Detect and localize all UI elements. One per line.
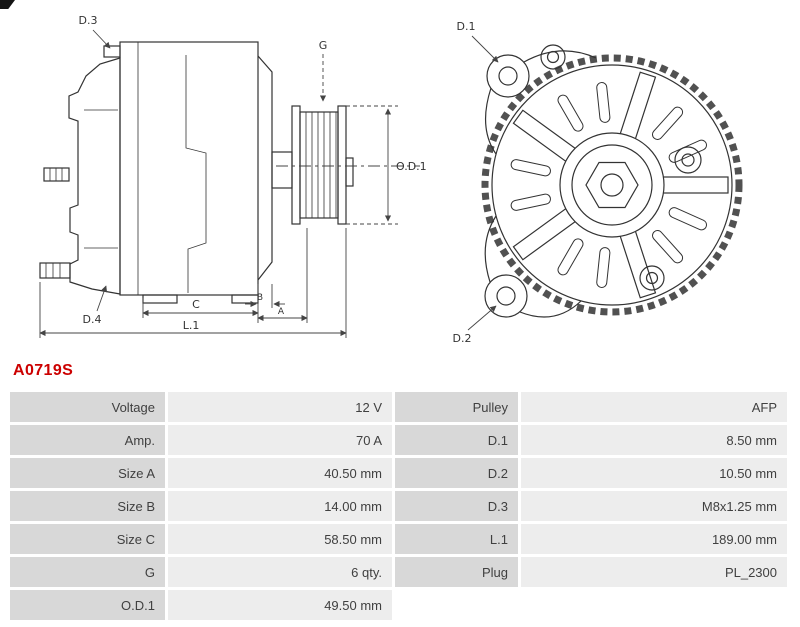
spec-value: 40.50 mm: [168, 458, 392, 488]
spec-value: 49.50 mm: [168, 590, 392, 620]
dim-label-d1: D.1: [457, 20, 476, 33]
spec-value: 58.50 mm: [168, 524, 392, 554]
spec-table: Voltage 12 V Pulley AFP Amp. 70 A D.1 8.…: [10, 392, 787, 620]
spec-label: Pulley: [395, 392, 518, 422]
spec-value: AFP: [521, 392, 787, 422]
side-view-drawing: [39, 41, 354, 304]
spec-label: D.2: [395, 458, 518, 488]
spec-value-empty: [521, 590, 787, 620]
alternator-drawing-svg: D.3 D.4 G O.D.1 C B A L.1: [39, 14, 743, 345]
spec-value: 14.00 mm: [168, 491, 392, 521]
front-view-dimensions: [467, 35, 499, 331]
spec-value: 6 qty.: [168, 557, 392, 587]
dim-label-d2: D.2: [453, 332, 472, 345]
spec-value: 10.50 mm: [521, 458, 787, 488]
dim-label-g: G: [319, 39, 328, 52]
spec-value: PL_2300: [521, 557, 787, 587]
dim-label-l1: L.1: [183, 319, 200, 332]
spec-label: Size B: [10, 491, 165, 521]
front-view-labels: D.1 D.2: [453, 20, 476, 345]
dim-label-c: C: [192, 298, 200, 311]
spec-value: 8.50 mm: [521, 425, 787, 455]
dim-label-d4: D.4: [83, 313, 102, 326]
spec-value: 12 V: [168, 392, 392, 422]
spec-label-empty: [395, 590, 518, 620]
spec-value: 70 A: [168, 425, 392, 455]
spec-label: Voltage: [10, 392, 165, 422]
side-view-dimensions: [39, 29, 420, 338]
spec-label: D.1: [395, 425, 518, 455]
spec-label: Size C: [10, 524, 165, 554]
spec-label: L.1: [395, 524, 518, 554]
spec-value: 189.00 mm: [521, 524, 787, 554]
spec-label: Size A: [10, 458, 165, 488]
dim-label-od1: O.D.1: [396, 160, 427, 173]
side-view-labels: D.3 D.4 G O.D.1 C B A L.1: [79, 14, 427, 332]
dim-label-a: A: [278, 307, 285, 317]
front-view-drawing: [481, 44, 743, 318]
dim-label-d3: D.3: [79, 14, 98, 27]
part-number: A0719S: [13, 362, 74, 379]
technical-drawings: D.3 D.4 G O.D.1 C B A L.1: [39, 14, 743, 345]
spec-label: Plug: [395, 557, 518, 587]
corner-mark: [0, 0, 15, 9]
spec-label: G: [10, 557, 165, 587]
spec-label: O.D.1: [10, 590, 165, 620]
spec-value: M8x1.25 mm: [521, 491, 787, 521]
dim-label-b: B: [257, 293, 263, 303]
spec-label: Amp.: [10, 425, 165, 455]
spec-label: D.3: [395, 491, 518, 521]
